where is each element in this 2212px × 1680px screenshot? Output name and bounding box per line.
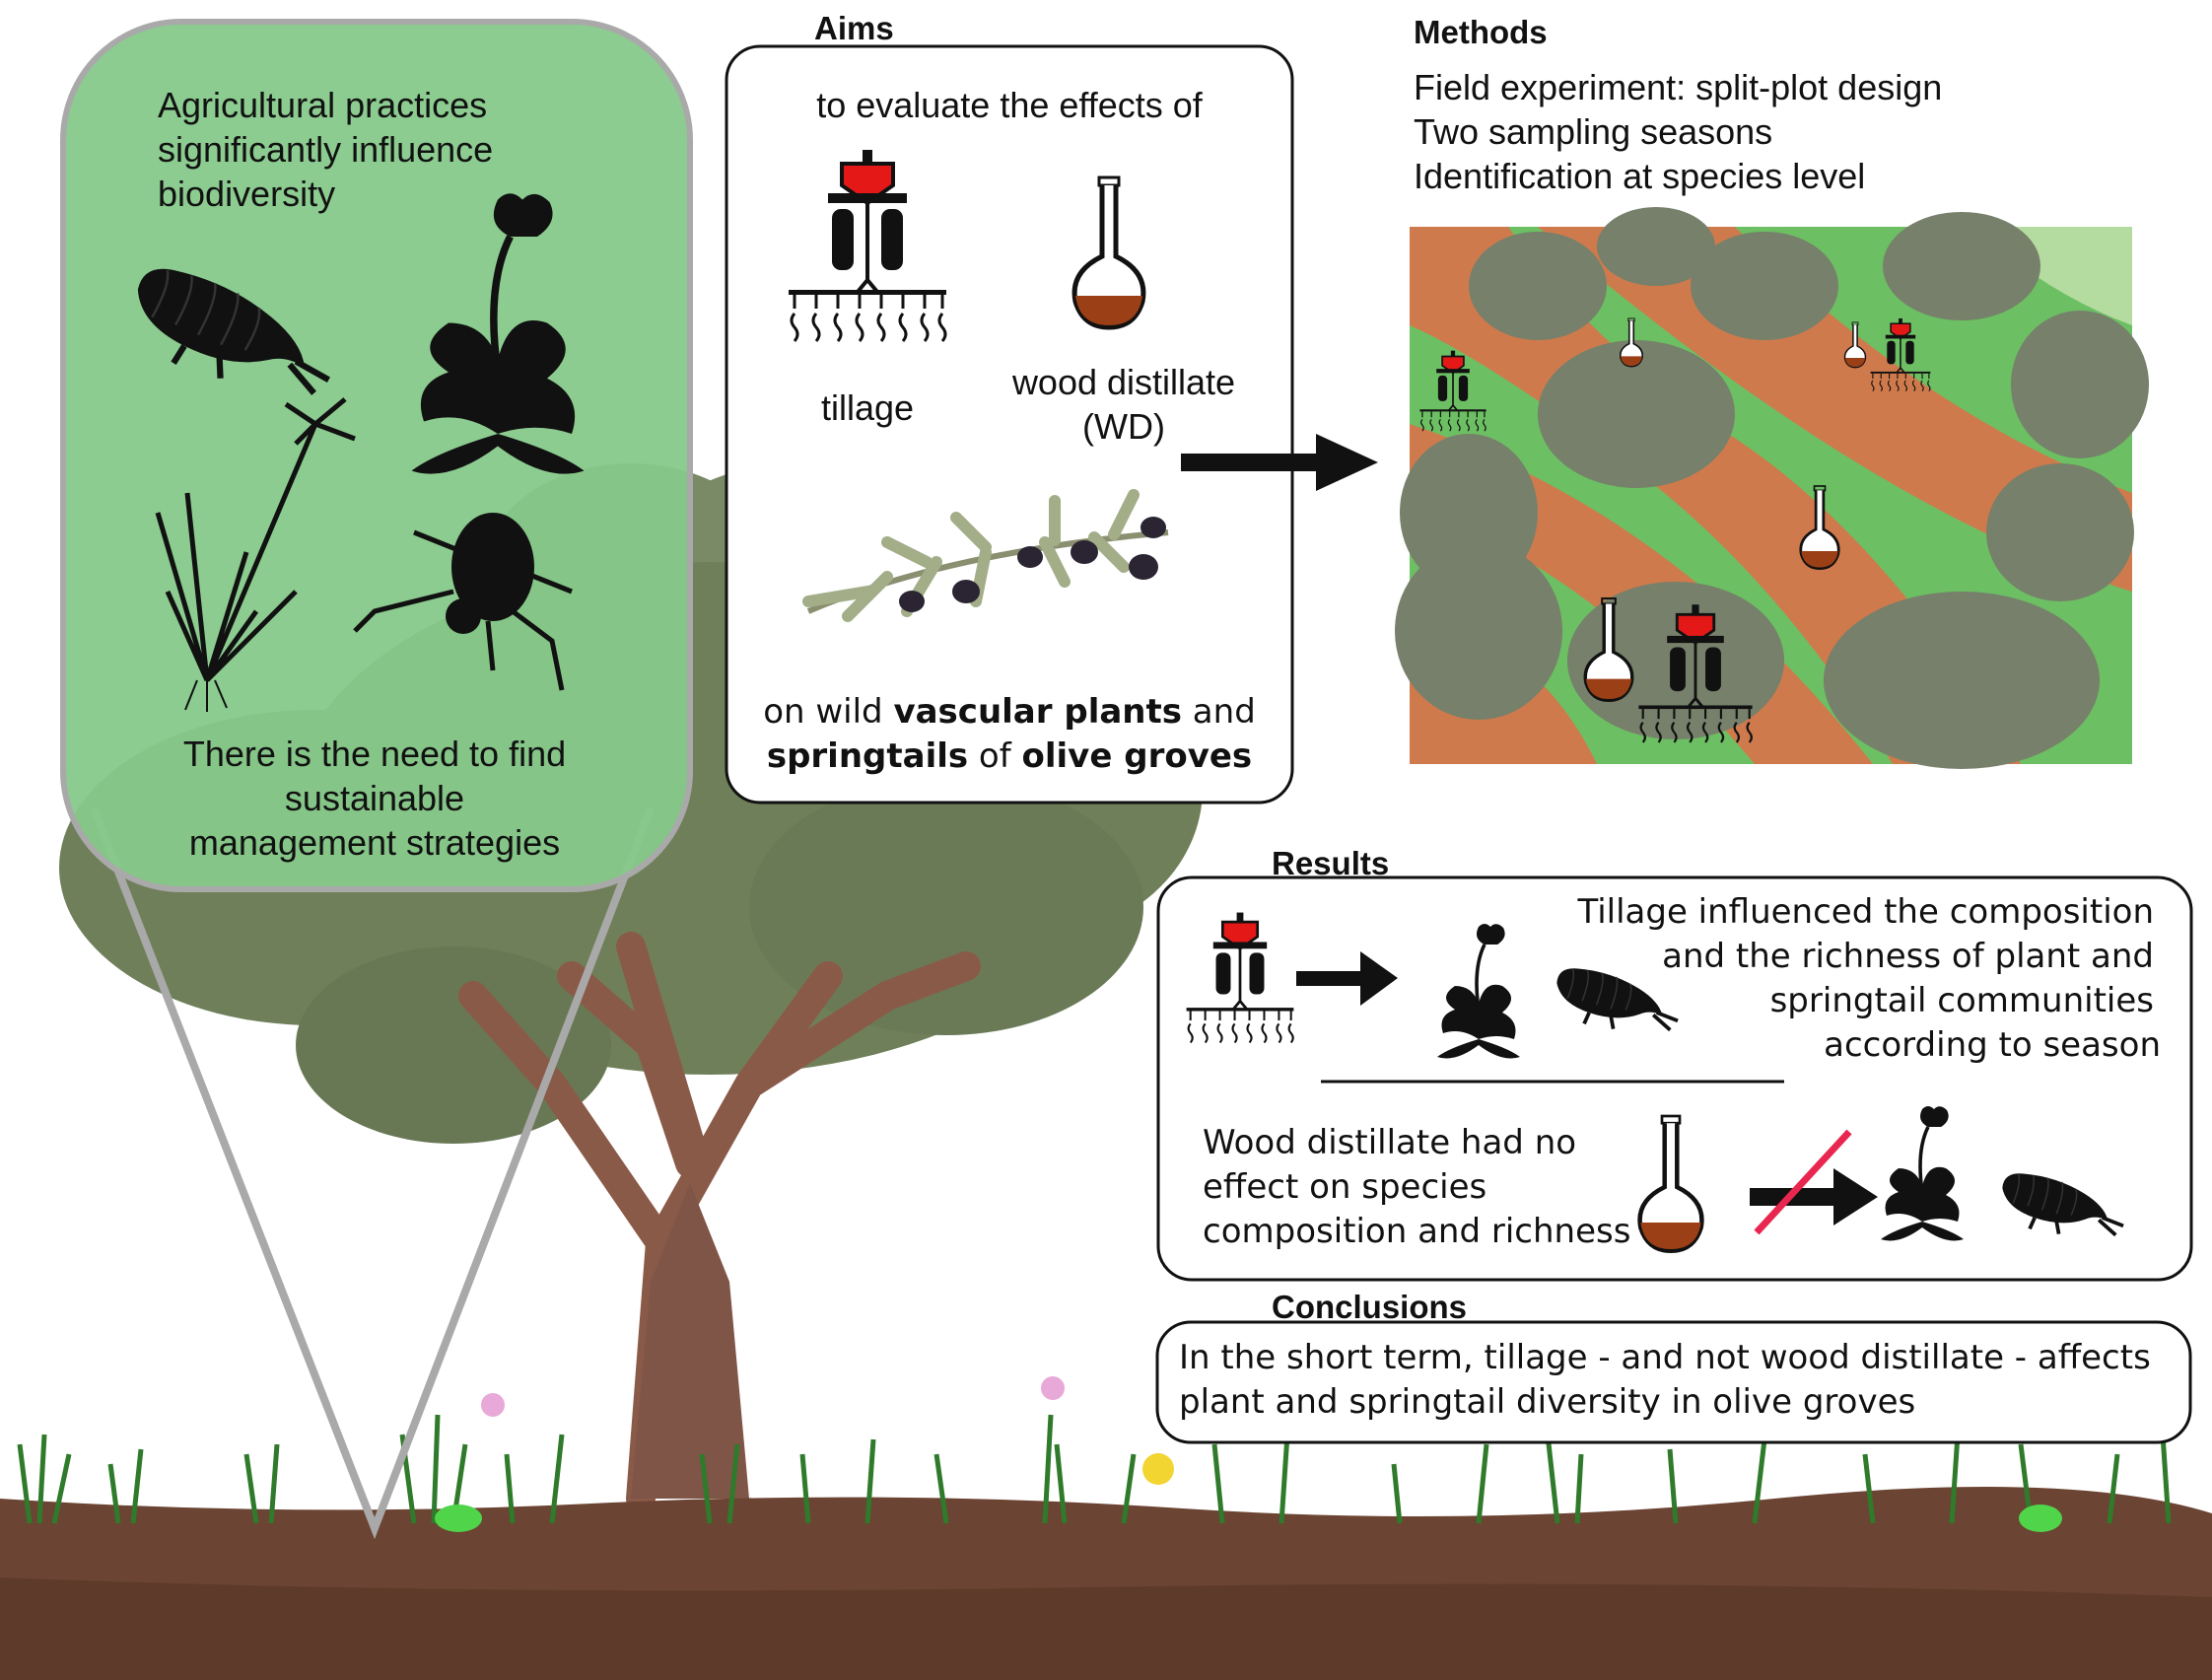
conclusions-box	[1155, 1320, 2192, 1444]
results-wd-line-1: Wood distillate had no	[1203, 1123, 1577, 1162]
intro-line-1: Agricultural practices	[158, 85, 488, 125]
methods-header: Methods	[1414, 14, 1548, 50]
field-map	[1395, 207, 2149, 769]
aims-header: Aims	[814, 10, 894, 46]
arrow-icon	[1181, 434, 1378, 491]
wd-label-1: wood distillate	[1011, 362, 1236, 402]
aims-bottom-line-2: springtails of olive groves	[766, 736, 1253, 776]
results-tillage-line-4: according to season	[1824, 1025, 2161, 1065]
results-wd-line-2: effect on species	[1203, 1167, 1487, 1207]
intro-line-3: biodiversity	[158, 174, 336, 214]
methods-line-1: Field experiment: split-plot design	[1414, 67, 1943, 107]
mite-icon	[353, 513, 573, 691]
soil-ground	[0, 1487, 2212, 1680]
results-tillage-line-2: and the richness of plant and	[1662, 937, 2154, 976]
intro-line-2: significantly influence	[158, 129, 494, 170]
results-wd-line-3: composition and richness	[1203, 1212, 1631, 1251]
grass-icon	[155, 397, 356, 712]
aims-bottom-line-1: on wild vascular plants and	[763, 692, 1256, 732]
methods-line-2: Two sampling seasons	[1414, 111, 1773, 152]
biodiversity-bubble	[60, 19, 693, 892]
wd-label-2: (WD)	[1082, 406, 1165, 447]
grass-strip	[17, 1414, 2172, 1524]
results-tillage-line-1: Tillage influenced the composition	[1577, 892, 2154, 932]
results-arrow-icon	[1296, 951, 1398, 1006]
tillage-label: tillage	[820, 387, 915, 428]
methods-line-3: Identification at species level	[1414, 156, 1866, 196]
need-line-1: There is the need to find	[182, 734, 567, 774]
need-line-2: sustainable	[284, 778, 465, 818]
aims-line-1: to evaluate the effects of	[816, 85, 1203, 125]
conclusions-header: Conclusions	[1272, 1289, 1468, 1325]
no-effect-arrow-icon	[1750, 1129, 1878, 1235]
ground-flowers	[435, 1376, 2062, 1532]
olive-branch-icon	[802, 489, 1169, 622]
conclusions-line-2: plant and springtail diversity in olive …	[1179, 1382, 1916, 1422]
results-tillage-line-3: springtail communities	[1769, 981, 2154, 1020]
conclusions-line-1: In the short term, tillage - and not woo…	[1179, 1338, 2151, 1377]
bubble-pointer	[90, 806, 655, 1540]
need-line-3: management strategies	[188, 822, 561, 863]
results-header: Results	[1272, 845, 1390, 881]
